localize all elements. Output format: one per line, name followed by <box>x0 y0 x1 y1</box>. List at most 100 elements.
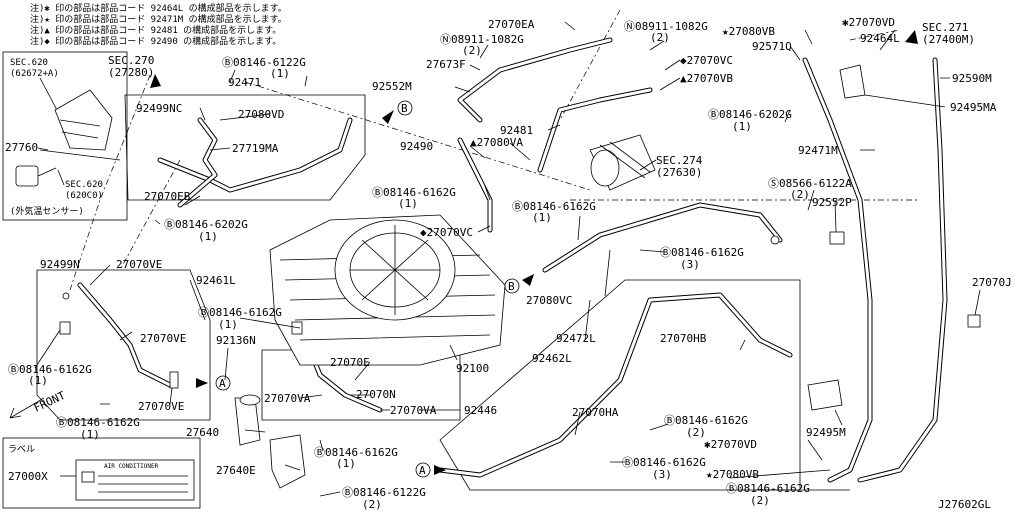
leaders-92446 <box>299 344 460 411</box>
arrow-a-left-icon <box>196 378 208 388</box>
label-08146-6162G-a-qty: (1) <box>398 197 418 210</box>
label-92495MA: 92495MA <box>950 101 997 114</box>
tank-27640E-icon <box>269 434 306 489</box>
pipe-92552M-inner <box>458 38 612 122</box>
label-27070EA: 27070EA <box>488 18 535 31</box>
marker-b-mid-label: B <box>508 280 515 293</box>
inset-sec620b-line1: SEC.620 <box>65 180 103 190</box>
inset-frame <box>2 51 128 221</box>
label-92495M: 92495M <box>806 426 846 439</box>
part-92552P-icon <box>829 231 845 245</box>
label-08146-6162G-j: Ⓑ08146-6162G <box>726 482 810 495</box>
frame-92461L <box>36 269 211 421</box>
inset-caption: (外気温センサー) <box>10 205 84 217</box>
label-27070VD-bot: ✱27070VD <box>704 438 757 451</box>
leaders-bottom-left <box>244 429 341 497</box>
pipe-92461L-inner <box>78 283 172 387</box>
compressor-clutch-icon <box>590 149 620 187</box>
marker-a-bottom-label: A <box>419 464 426 477</box>
label-92472L: 92472L <box>556 332 596 345</box>
leaders-compressor <box>469 59 681 161</box>
label-08146-6162G-c: Ⓑ08146-6162G <box>660 246 744 259</box>
leaders-bottom-right <box>729 409 850 491</box>
note-line-4: 注)◆ 印の部品は部品コード 92490 の構成部品を示します。 <box>30 35 281 47</box>
bolt-92136N-icon <box>291 321 303 335</box>
ref-line-left <box>119 159 181 271</box>
ref-line-sec271 <box>849 29 901 41</box>
marker-b-top-label: B <box>401 102 408 115</box>
leaders-92462L <box>574 339 746 463</box>
label-08146-6122G-bot-qty: (2) <box>362 498 382 511</box>
frame-92471 <box>124 94 366 201</box>
label-92552P: 92552P <box>812 196 852 209</box>
label-box-title: ラベル <box>8 444 35 455</box>
label-08146-6162G-g: Ⓑ08146-6162G <box>314 446 398 459</box>
inset-ambient-sensor: SEC.620 (62672+A) 27760 SEC.620 (620C0) … <box>2 51 128 221</box>
label-08146-6162G-c-qty: (3) <box>680 258 700 271</box>
label-92446: 92446 <box>464 404 497 417</box>
label-08146-6202G-right-qty: (1) <box>732 120 752 133</box>
note-line-3: 注)▲ 印の部品は部品コード 92481 の構成部品を示します。 <box>30 24 281 36</box>
compressor-detail <box>599 141 651 179</box>
leaders-92472L <box>584 249 666 341</box>
label-27070VD-top: ✱27070VD <box>842 16 895 29</box>
group-frames <box>36 94 801 491</box>
label-08146-6162G-e-qty: (1) <box>28 374 48 387</box>
label-sec271-line2: (27400M) <box>922 33 975 46</box>
label-27070VE-c: 27070VE <box>138 400 184 413</box>
leaders-right-top <box>789 29 950 108</box>
leaders-top-left <box>229 69 308 87</box>
inset-sec620a-line1: SEC.620 <box>10 58 48 68</box>
label-08911-1082G-b-qty: (2) <box>462 44 482 57</box>
frame-92462L <box>439 279 801 491</box>
leader-lines <box>34 21 981 497</box>
label-08146-6162G-d-qty: (1) <box>218 318 238 331</box>
label-92100: 92100 <box>456 362 489 375</box>
label-08146-6162G-i: Ⓑ08146-6162G <box>622 456 706 469</box>
marker-a-left <box>215 375 231 391</box>
label-08146-6122G-bot: Ⓑ08146-6122G <box>342 486 426 499</box>
pipe-92464L-inner <box>858 58 947 482</box>
label-92552M: 92552M <box>372 80 412 93</box>
label-08911-1082G-a-qty: (2) <box>650 31 670 44</box>
label-08146-6162G-i-qty: (3) <box>652 468 672 481</box>
arrow-sec271-icon <box>905 30 918 44</box>
label-08146-6162G-e: Ⓑ08146-6162G <box>8 363 92 376</box>
label-27673F: 27673F <box>426 58 466 71</box>
part-92495M-icon <box>807 379 843 411</box>
label-27070VB-top: ▲27070VB <box>680 72 733 85</box>
bolt-left-icon <box>59 321 71 335</box>
leaders-left-lower <box>100 317 301 405</box>
label-92490: 92490 <box>400 140 433 153</box>
label-08146-6122G-top-qty: (1) <box>270 67 290 80</box>
label-08146-6162G-b-qty: (1) <box>532 211 552 224</box>
pipe-92471M-inner <box>803 58 872 482</box>
label-27070VC-top: ◆27070VC <box>680 54 733 67</box>
label-sec271-line1: SEC.271 <box>922 21 968 34</box>
marker-a-bottom <box>415 462 431 478</box>
label-27070EB: 27070EB <box>144 190 191 203</box>
part-92495MA-icon <box>839 64 866 99</box>
pipe-92471-a-inner <box>158 118 352 192</box>
label-box-part: 27000X <box>8 470 48 483</box>
label-27070J: 27070J <box>972 276 1012 289</box>
bracket-detail <box>39 119 121 161</box>
note-line-1: 注)✱ 印の部品は部品コード 92464L の構成部品を示します。 <box>30 2 287 14</box>
part-labels: SEC.270 (27280) Ⓑ08146-6122G (1) 92471 9… <box>8 16 1012 511</box>
reservoir-cap <box>239 394 261 406</box>
label-27070VE-b: 27070VE <box>140 332 186 345</box>
pipe-92481-inner <box>538 88 652 172</box>
sticker-symbol-icon <box>81 471 95 483</box>
label-08146-6162G-b: Ⓑ08146-6162G <box>512 200 596 213</box>
label-27070HB: 27070HB <box>660 332 707 345</box>
marker-b-mid <box>504 278 520 294</box>
label-sec270-line1: SEC.270 <box>108 54 154 67</box>
label-92136N: 92136N <box>216 334 256 347</box>
label-92471: 92471 <box>228 76 261 89</box>
pipe-92471-a <box>157 117 353 193</box>
label-08911-1082G-b: Ⓝ08911-1082G <box>440 33 524 46</box>
inset-leader-a <box>39 77 59 113</box>
label-92462L: 92462L <box>532 352 572 365</box>
pipe-92464L <box>857 57 948 483</box>
